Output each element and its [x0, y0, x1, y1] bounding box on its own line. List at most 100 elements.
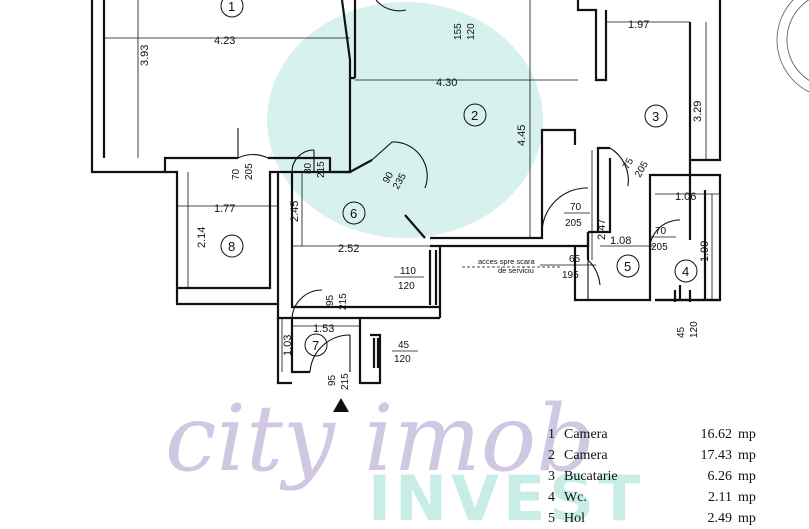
dim-room5-height: 2.47	[596, 219, 608, 240]
room-number-1: 1	[228, 0, 235, 14]
opening-win4-w: 45	[676, 326, 687, 338]
dim-room5-width: 1.08	[610, 235, 631, 247]
dim-room3-height: 3.29	[692, 101, 704, 122]
opening-win7-h: 120	[394, 354, 411, 365]
window-room-4	[673, 290, 692, 302]
access-note-line1: acces spre scara	[478, 257, 536, 266]
legend-room-name: Bucatarie	[564, 468, 618, 484]
area-legend: 1 Camera 16.62 mp 2 Camera 17.43 mp 3 Bu…	[548, 424, 773, 529]
dim-room2-width: 4.30	[436, 77, 457, 89]
legend-row: 4 Wc. 2.11 mp	[548, 487, 773, 508]
room-marker-5	[616, 254, 640, 278]
watermark-brand: INVEST	[368, 462, 644, 527]
dim-room4-width: 1.06	[675, 191, 696, 203]
dim-room6-width: 2.52	[338, 243, 359, 255]
room-number-8: 8	[228, 239, 235, 254]
legend-row: 5 Hol 2.49 mp	[548, 508, 773, 529]
opening-door7b-h: 215	[340, 373, 351, 390]
dimension-labels: 4.23 3.93 4.30 4.45 1.97 3.29 1.77 2.14 …	[139, 19, 711, 390]
wall-room-6	[276, 159, 442, 320]
legend-row: 2 Camera 17.43 mp	[548, 445, 773, 466]
dimension-lines	[104, 0, 720, 372]
opening-win4-h: 120	[689, 321, 700, 338]
window-room-6	[428, 250, 438, 305]
stamp-inner-ring	[786, 0, 809, 81]
door-swing-room-4	[649, 219, 681, 256]
access-note-line2: de serviciu	[498, 266, 534, 275]
legend-room-name: Wc.	[564, 489, 587, 505]
dim-room8-height: 2.14	[196, 227, 208, 248]
dim-room8-width: 1.77	[214, 203, 235, 215]
legend-number: 5	[548, 510, 555, 526]
room-marker-2	[463, 103, 487, 127]
door-swing-room-7a	[291, 289, 323, 321]
legend-number: 1	[548, 426, 555, 442]
room-marker-6	[342, 201, 366, 225]
legend-number: 3	[548, 468, 555, 484]
legend-area: 16.62	[700, 426, 733, 442]
room-number-6: 6	[350, 206, 357, 221]
opening-door4-w: 70	[655, 226, 667, 237]
room-marker-7	[304, 333, 328, 357]
opening-door8-h: 205	[244, 163, 255, 180]
legend-unit: mp	[738, 426, 756, 442]
legend-number: 2	[548, 447, 555, 463]
legend-room-name: Hol	[564, 510, 585, 526]
wall-kitchen-top	[576, 0, 608, 82]
opening-door4-h: 205	[651, 242, 668, 253]
dim-room7-height: 1.03	[282, 335, 294, 356]
door-swing-room-1	[375, 0, 407, 12]
opening-door5a-h: 205	[565, 218, 582, 229]
access-note: acces spre scara de serviciu	[462, 257, 560, 275]
dim-room7-width: 1.53	[313, 323, 334, 335]
door-swing-room-6	[291, 149, 315, 173]
opening-door8-w: 70	[231, 168, 242, 180]
room-numbers: 1 2 3 4 5 6 7 8	[228, 0, 689, 353]
wall-room-7	[276, 318, 382, 385]
room-number-5: 5	[624, 259, 631, 274]
wall-room-4	[655, 190, 720, 302]
opening-win6-w: 110	[400, 266, 416, 277]
legend-room-name: Camera	[564, 447, 608, 463]
opening-door6-w: 80	[303, 162, 314, 174]
room-marker-4	[674, 259, 698, 283]
opening-diag-w: 90	[381, 170, 396, 186]
opening-door3-w: 75	[621, 156, 636, 172]
opening-top-window-h: 120	[466, 23, 477, 40]
dim-room6-height: 2.45	[289, 201, 301, 222]
legend-area: 2.49	[707, 510, 733, 526]
opening-win7-w: 45	[398, 340, 410, 351]
dim-room1-height: 3.93	[139, 45, 151, 66]
wall-room-8	[165, 170, 280, 306]
walls	[90, 0, 722, 385]
door-swing-room-7b	[309, 334, 351, 373]
legend-area: 2.11	[708, 489, 732, 505]
legend-unit: mp	[738, 447, 756, 463]
watermark-script: city imob	[165, 385, 595, 492]
entrance-arrow-icon	[333, 398, 349, 412]
wall-corridor-top	[430, 128, 577, 240]
opening-top-window-w: 155	[453, 23, 464, 40]
opening-stair-w: 65	[569, 254, 581, 265]
room-number-3: 3	[652, 109, 659, 124]
door-swing-stair	[587, 259, 601, 300]
room-marker-8	[220, 234, 244, 258]
dim-room4-height: 1.99	[699, 241, 711, 262]
room-number-7: 7	[312, 338, 319, 353]
legend-number: 4	[548, 489, 555, 505]
legend-area: 6.26	[707, 468, 733, 484]
legend-unit: mp	[738, 510, 756, 526]
room-marker-1	[220, 0, 244, 18]
room-marker-3	[644, 104, 668, 128]
door-swing-room-3	[609, 147, 629, 187]
door-swings	[237, 0, 681, 373]
legend-unit: mp	[738, 489, 756, 505]
legend-area: 17.43	[700, 447, 733, 463]
legend-room-name: Camera	[564, 426, 608, 442]
wall-room-2	[350, 0, 357, 80]
opening-door6-h: 215	[316, 161, 327, 178]
wall-room-3-outer	[688, 0, 722, 240]
room-number-4: 4	[682, 264, 689, 279]
room-number-2: 2	[471, 108, 478, 123]
